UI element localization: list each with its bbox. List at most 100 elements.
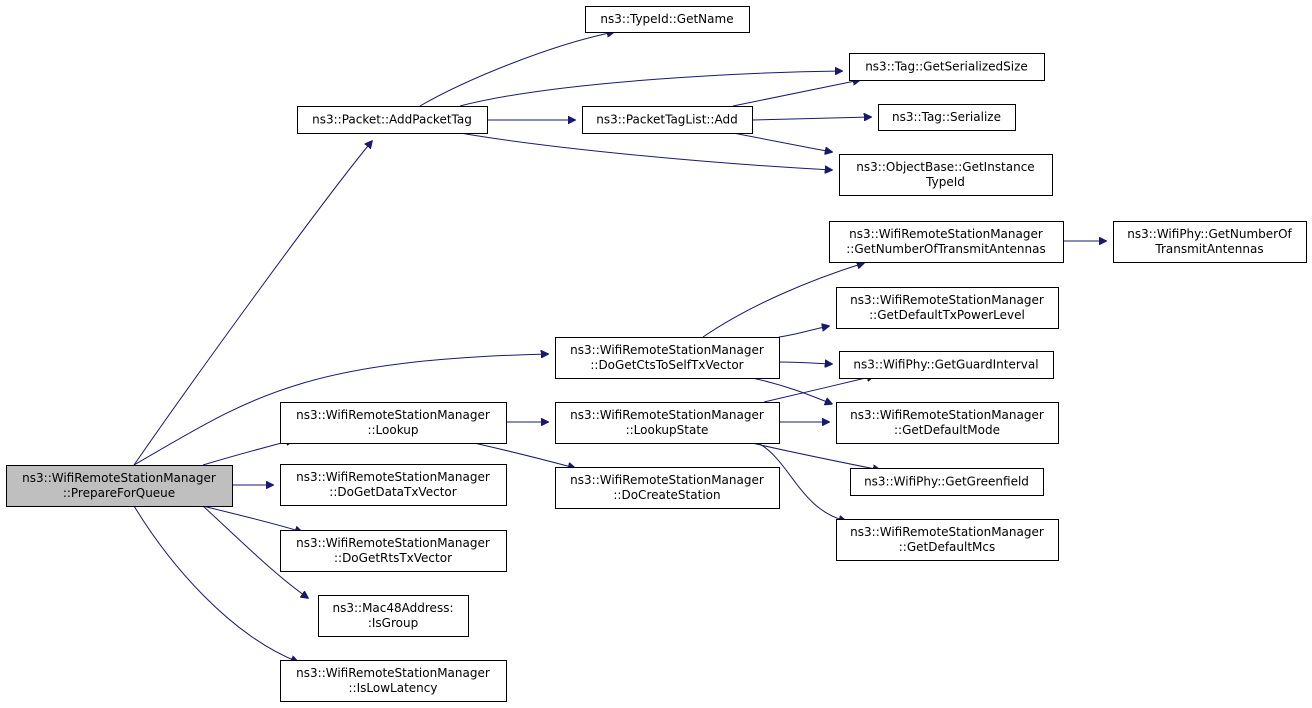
edge-dogetctstoselftxvector-to-getnumberoftransmitantennas — [702, 263, 864, 338]
edges-layer — [133, 32, 1106, 662]
node-box — [1113, 221, 1307, 263]
edge-addpackettag-to-tag_getserializedsize — [459, 71, 842, 107]
node-label: ns3::PacketTagList::Add — [596, 113, 737, 127]
node-mac48address_isgroup[interactable]: ns3::Mac48Address::IsGroup — [318, 595, 469, 637]
node-label: ::GetDefaultMode — [894, 423, 1000, 437]
node-islowlatency[interactable]: ns3::WifiRemoteStationManager::IsLowLate… — [280, 660, 507, 702]
edge-lookupstate-to-wifiphy_getguardinterval — [763, 376, 874, 403]
node-lookupstate[interactable]: ns3::WifiRemoteStationManager::LookupSta… — [555, 402, 780, 444]
node-box — [839, 154, 1053, 196]
node-box — [6, 465, 233, 507]
edge-prepare-to-lookup — [202, 440, 293, 466]
node-wifiphy_getgreenfield[interactable]: ns3::WifiPhy::GetGreenfield — [850, 468, 1044, 496]
edge-prepare-to-addpackettag — [133, 141, 372, 466]
node-box — [850, 468, 1044, 496]
node-label: ns3::WifiRemoteStationManager — [570, 343, 764, 357]
node-label: ns3::WifiRemoteStationManager — [22, 471, 216, 485]
node-box — [878, 104, 1016, 131]
node-label: ns3::WifiPhy::GetGuardInterval — [853, 358, 1038, 372]
node-box — [318, 595, 469, 637]
node-label: ns3::Tag::GetSerializedSize — [865, 60, 1028, 74]
node-label: ::IsLowLatency — [349, 681, 438, 695]
edge-prepare-to-islowlatency — [133, 505, 298, 662]
node-box — [297, 106, 488, 134]
node-label: TransmitAntennas — [1154, 242, 1263, 256]
node-prepare[interactable]: ns3::WifiRemoteStationManager::PrepareFo… — [6, 465, 233, 507]
node-dogetctstoselftxvector[interactable]: ns3::WifiRemoteStationManager::DoGetCtsT… — [555, 337, 780, 379]
node-box — [280, 530, 507, 572]
node-addpackettag[interactable]: ns3::Packet::AddPacketTag — [297, 106, 488, 134]
node-label: ns3::WifiRemoteStationManager — [570, 408, 764, 422]
node-box — [829, 221, 1064, 263]
node-label: ns3::Tag::Serialize — [892, 110, 1001, 124]
node-label: ns3::WifiRemoteStationManager — [570, 473, 764, 487]
edge-prepare-to-dogetrtstxvector — [202, 505, 302, 532]
edge-addpackettag-to-objectbase_getinstancetypeid — [459, 132, 832, 170]
node-label: ns3::Packet::AddPacketTag — [312, 113, 472, 127]
node-label: ns3::Mac48Address: — [333, 601, 454, 615]
node-label: ns3::WifiRemoteStationManager — [296, 536, 490, 550]
node-label: ns3::WifiPhy::GetGreenfield — [864, 475, 1029, 489]
node-label: ::GetDefaultTxPowerLevel — [869, 308, 1025, 322]
node-box — [280, 464, 507, 506]
edge-packettaglist_add-to-objectbase_getinstancetypeid — [732, 132, 832, 152]
node-box — [280, 660, 507, 702]
node-dogetrtstxvector[interactable]: ns3::WifiRemoteStationManager::DoGetRtsT… — [280, 530, 507, 572]
edge-lookup-to-docreatestation — [473, 442, 575, 468]
node-lookup[interactable]: ns3::WifiRemoteStationManager::Lookup — [280, 402, 507, 444]
node-label: ns3::WifiRemoteStationManager — [296, 408, 490, 422]
node-tag_getserializedsize[interactable]: ns3::Tag::GetSerializedSize — [849, 53, 1045, 81]
node-box — [836, 287, 1059, 329]
node-getnumberoftransmitantennas[interactable]: ns3::WifiRemoteStationManager::GetNumber… — [829, 221, 1064, 263]
edge-dogetctstoselftxvector-to-getdefaulttxpowerlevel — [778, 326, 829, 338]
node-getdefaulttxpowerlevel[interactable]: ns3::WifiRemoteStationManager::GetDefaul… — [836, 287, 1059, 329]
node-label: ::PrepareForQueue — [63, 486, 175, 500]
node-label: ns3::WifiRemoteStationManager — [296, 666, 490, 680]
node-box — [280, 402, 507, 444]
edge-packettaglist_add-to-tag_getserializedsize — [732, 80, 860, 107]
node-box — [555, 337, 780, 379]
node-label: ns3::ObjectBase::GetInstance — [856, 160, 1034, 174]
edge-lookupstate-to-wifiphy_getgreenfield — [751, 442, 880, 470]
node-wifiphy_getnumberoftransmitantennas[interactable]: ns3::WifiPhy::GetNumberOfTransmitAntenna… — [1113, 221, 1307, 263]
node-typeid_getname[interactable]: ns3::TypeId::GetName — [585, 6, 750, 33]
node-box — [555, 402, 780, 444]
node-wifiphy_getguardinterval[interactable]: ns3::WifiPhy::GetGuardInterval — [839, 351, 1054, 379]
edge-prepare-to-dogetctstoselftxvector — [133, 354, 548, 466]
node-docreatestation[interactable]: ns3::WifiRemoteStationManager::DoCreateS… — [555, 467, 780, 509]
node-label: ::Lookup — [367, 423, 418, 437]
node-box — [585, 6, 750, 33]
node-label: ::GetDefaultMcs — [899, 540, 996, 554]
edge-lookupstate-to-getdefaultmcs — [757, 442, 846, 521]
node-box — [839, 351, 1054, 379]
edge-dogetctstoselftxvector-to-getdefaultmode — [751, 377, 832, 404]
node-label: :IsGroup — [368, 616, 418, 630]
node-box — [555, 467, 780, 509]
node-label: ns3::TypeId::GetName — [600, 12, 733, 26]
node-getdefaultmcs[interactable]: ns3::WifiRemoteStationManager::GetDefaul… — [836, 519, 1059, 561]
node-label: ::DoGetCtsToSelfTxVector — [590, 358, 743, 372]
node-tag_serialize[interactable]: ns3::Tag::Serialize — [878, 104, 1016, 131]
node-label: ns3::WifiRemoteStationManager — [850, 408, 1044, 422]
node-box — [836, 519, 1059, 561]
node-label: ::DoGetRtsTxVector — [334, 551, 452, 565]
edge-dogetctstoselftxvector-to-wifiphy_getguardinterval — [778, 362, 832, 364]
node-getdefaultmode[interactable]: ns3::WifiRemoteStationManager::GetDefaul… — [836, 402, 1059, 444]
node-box — [836, 402, 1059, 444]
node-label: ::DoCreateStation — [613, 488, 720, 502]
node-label: ns3::WifiPhy::GetNumberOf — [1127, 227, 1292, 241]
node-label: ns3::WifiRemoteStationManager — [850, 525, 1044, 539]
node-dogetdatatxvector[interactable]: ns3::WifiRemoteStationManager::DoGetData… — [280, 464, 507, 506]
edge-packettaglist_add-to-tag_serialize — [751, 117, 871, 120]
node-label: TypeId — [925, 175, 965, 189]
node-box — [849, 53, 1045, 81]
node-label: ns3::WifiRemoteStationManager — [296, 470, 490, 484]
edge-prepare-to-mac48address_isgroup — [202, 505, 308, 598]
node-label: ::DoGetDataTxVector — [329, 485, 456, 499]
node-packettaglist_add[interactable]: ns3::PacketTagList::Add — [582, 106, 753, 134]
node-label: ns3::WifiRemoteStationManager — [850, 293, 1044, 307]
node-box — [582, 106, 753, 134]
node-label: ::GetNumberOfTransmitAntennas — [846, 242, 1046, 256]
